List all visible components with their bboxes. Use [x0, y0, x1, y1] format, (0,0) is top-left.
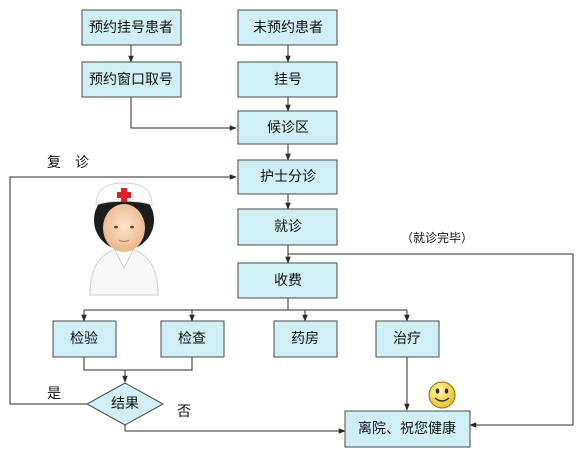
smiley-face-icon — [428, 381, 456, 409]
arrow-result-yes-revisit — [9, 174, 237, 405]
connectors — [9, 45, 574, 434]
node-label: 检查 — [178, 331, 206, 347]
line-lab-to-merge — [83, 357, 125, 371]
node-label: 检验 — [70, 331, 98, 347]
node-waiting-area: 候诊区 — [237, 110, 338, 145]
node-label: 预约挂号患者 — [89, 20, 173, 36]
node-treatment: 治疗 — [375, 320, 440, 358]
arrow-consult-done-leave — [288, 253, 574, 428]
node-label: 未预约患者 — [253, 20, 323, 36]
node-label: 治疗 — [393, 331, 421, 347]
node-label: 护士分诊 — [260, 169, 316, 185]
node-lab-test: 检验 — [52, 320, 117, 358]
arrow-pickup-to-waiting — [130, 97, 237, 131]
label-revisit: 复 诊 — [47, 154, 89, 171]
label-consult-done: （就诊完毕） — [401, 230, 473, 245]
node-nurse-triage: 护士分诊 — [237, 159, 338, 195]
node-register: 挂号 — [237, 61, 338, 98]
node-walkin-patient: 未预约患者 — [237, 9, 338, 46]
node-leave: 离院、祝您健康 — [344, 410, 471, 448]
node-label: 就诊 — [274, 219, 302, 235]
node-label: 候诊区 — [267, 120, 309, 136]
label-no: 否 — [177, 404, 191, 420]
node-label: 结果 — [111, 396, 139, 412]
line-exam-to-merge — [125, 357, 193, 371]
arrow-result-no-leave — [124, 425, 346, 434]
node-label: 挂号 — [274, 72, 302, 88]
node-result-decision: 结果 — [85, 382, 165, 426]
node-label: 预约窗口取号 — [89, 71, 173, 88]
node-pharmacy: 药房 — [273, 320, 338, 358]
label-yes: 是 — [47, 386, 61, 402]
node-label: 收费 — [274, 273, 302, 289]
node-reserved-pickup: 预约窗口取号 — [81, 61, 182, 98]
node-payment: 收费 — [237, 262, 338, 299]
node-consult: 就诊 — [237, 208, 338, 246]
node-reserved-patient: 预约挂号患者 — [81, 9, 182, 46]
nurse-icon — [89, 182, 159, 296]
node-exam: 检查 — [160, 320, 225, 358]
node-label: 药房 — [291, 331, 319, 347]
node-label: 离院、祝您健康 — [358, 420, 456, 437]
